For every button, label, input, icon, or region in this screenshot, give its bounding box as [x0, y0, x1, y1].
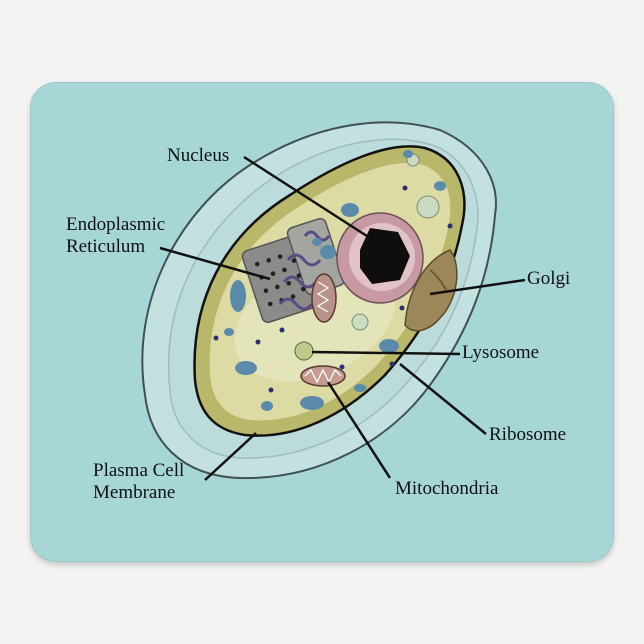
mitochondrion-2-cristae [304, 368, 342, 384]
golgi-stack [429, 269, 447, 291]
mitochondrion-1-cristae [316, 281, 330, 313]
leader-lines [159, 155, 526, 481]
lysosome-leader [311, 350, 461, 356]
vesicle-1 [416, 195, 440, 219]
plasma-membrane-label: Plasma Cell Membrane [93, 460, 184, 504]
membrane-label-line2: Membrane [93, 482, 176, 503]
endoplasmic-reticulum [241, 217, 345, 324]
ribosomes [213, 185, 453, 393]
membrane-label-line1: Plasma Cell [93, 460, 185, 481]
nucleus-leader [243, 155, 371, 240]
nucleus-label: Nucleus [167, 145, 230, 166]
ribosome-label: Ribosome [489, 424, 567, 445]
er-leader [159, 246, 271, 281]
er-label-line2: Reticulum [66, 236, 146, 257]
lysosome [294, 341, 314, 361]
er-tubules [278, 230, 331, 311]
mitochondria-leader [326, 381, 392, 479]
er-label-line1: Endoplasmic [66, 214, 166, 235]
endoplasmic-reticulum-label: Endoplasmic Reticulum [66, 214, 165, 258]
nucleolus [360, 228, 410, 284]
vesicle-2 [351, 313, 369, 331]
golgi-body [404, 249, 458, 332]
golgi-label: Golgi [527, 268, 571, 289]
blue-organelles [224, 150, 446, 411]
ribosome-leader [399, 363, 487, 435]
mitochondria-label: Mitochondria [395, 478, 499, 499]
membrane-leader [204, 432, 257, 481]
golgi-leader [429, 278, 526, 296]
lysosome-label: Lysosome [462, 342, 540, 363]
